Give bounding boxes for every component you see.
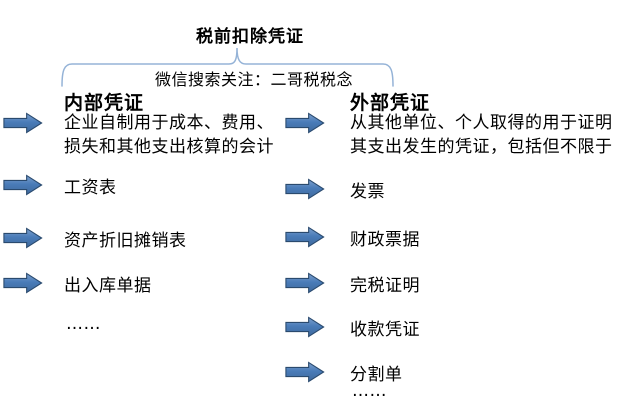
right-item-row: 财政票据: [285, 226, 420, 250]
right-arrow-icon: [3, 272, 43, 294]
right-item-label: 发票: [350, 181, 385, 202]
right-arrow-icon: [3, 174, 43, 196]
right-arrow-icon: [285, 226, 325, 248]
wechat-note: 微信搜索关注：二哥税税念: [155, 70, 354, 89]
left-ellipsis: ……: [66, 314, 101, 334]
right-item-label: 财政票据: [350, 229, 420, 250]
right-arrow-icon: [285, 272, 325, 294]
left-item-row: 工资表: [3, 174, 117, 198]
left-description-line-1: 企业自制用于成本、费用、: [64, 113, 274, 133]
left-description-line-2: 损失和其他支出核算的会计: [64, 137, 274, 157]
right-arrow-icon: [3, 112, 43, 134]
right-item-row: 分割单: [285, 361, 403, 385]
left-column-description: 企业自制用于成本、费用、 损失和其他支出核算的会计: [64, 111, 274, 159]
right-arrow-icon: [285, 316, 325, 338]
left-item-label: 资产折旧摊销表: [64, 230, 187, 251]
right-item-row: 发票: [285, 178, 385, 202]
left-column-header: 内部凭证: [64, 92, 145, 114]
right-arrow-icon: [285, 112, 325, 134]
left-item-label: 工资表: [64, 177, 117, 198]
right-description-line-1: 从其他单位、个人取得的用于证明: [350, 113, 613, 133]
right-ellipsis: ……: [352, 381, 387, 401]
right-description-line-2: 其支出发生的凭证，包括但不限于: [350, 137, 613, 157]
right-arrow-icon: [3, 227, 43, 249]
right-column-header: 外部凭证: [350, 92, 431, 114]
right-item-row: 完税证明: [285, 272, 420, 296]
left-item-label: 出入库单据: [64, 275, 152, 296]
right-item-label: 完税证明: [350, 275, 420, 296]
left-item-row: 出入库单据: [3, 272, 152, 296]
diagram-title: 税前扣除凭证: [196, 27, 304, 47]
brace-icon: [61, 47, 394, 87]
right-arrow-icon: [285, 178, 325, 200]
right-item-row: 收款凭证: [285, 316, 420, 340]
left-item-row: 资产折旧摊销表: [3, 227, 187, 251]
right-item-label: 收款凭证: [350, 319, 420, 340]
right-arrow-icon: [285, 361, 325, 383]
right-column-description: 从其他单位、个人取得的用于证明 其支出发生的凭证，包括但不限于: [350, 111, 613, 159]
right-item-label: 分割单: [350, 364, 403, 385]
